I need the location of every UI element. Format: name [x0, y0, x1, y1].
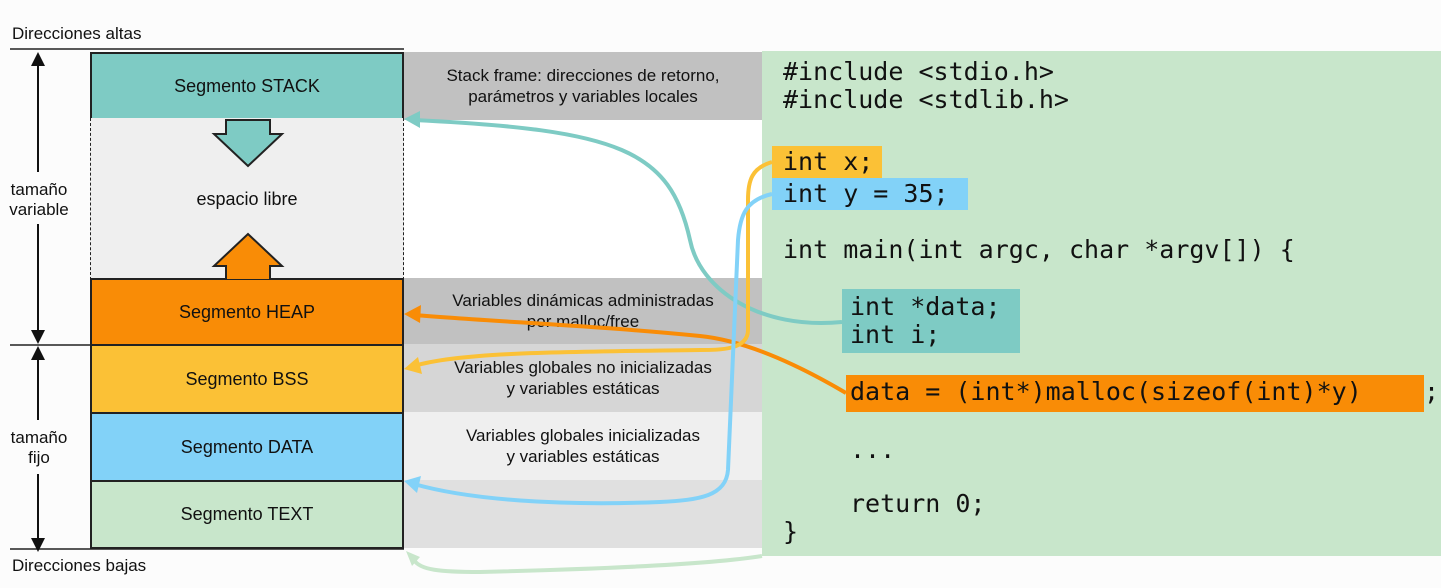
- code-int-y: int y = 35;: [783, 179, 949, 208]
- stack-arrowhead: [404, 111, 420, 128]
- heap-growth-arrow: [211, 232, 285, 279]
- highlight-int-x: [772, 146, 882, 178]
- stack-growth-arrow: [211, 119, 285, 168]
- data-description-line2: y variables estáticas: [506, 447, 660, 466]
- bss-segment: Segmento BSS: [90, 344, 404, 414]
- heap-description-line1: Variables dinámicas administradas: [452, 291, 714, 310]
- code-include-stdio: #include <stdio.h>: [783, 57, 1054, 86]
- highlight-int-y: [772, 178, 968, 210]
- data-arrowhead: [404, 476, 421, 493]
- free-description-area: [404, 120, 762, 278]
- highlight-malloc: [846, 375, 1424, 412]
- code-i-decl: int i;: [850, 320, 941, 349]
- code-int-x: int x;: [783, 147, 874, 176]
- variable-size-line1: tamaño: [10, 180, 68, 199]
- heap-arrowhead: [404, 305, 421, 323]
- bss-arrowhead: [404, 357, 422, 374]
- text-description-area: [404, 480, 762, 548]
- fixed-size-label: tamaño fijo: [0, 428, 78, 468]
- bss-description-line2: y variables estáticas: [506, 379, 660, 398]
- text-segment: Segmento TEXT: [90, 480, 404, 549]
- variable-size-arrow: [31, 52, 45, 344]
- code-malloc: data = (int*)malloc(sizeof(int)*y): [850, 377, 1362, 406]
- code-main: int main(int argc, char *argv[]) {: [783, 235, 1295, 264]
- stack-description-line1: Stack frame: direcciones de retorno,: [446, 66, 720, 85]
- text-arrowhead: [406, 551, 420, 566]
- locals-to-stack-connector: [413, 118, 843, 325]
- intx-to-bss-connector: [413, 160, 773, 368]
- fixed-size-line2: fijo: [28, 448, 50, 467]
- stack-description-line2: parámetros y variables locales: [468, 87, 698, 106]
- bss-description: Variables globales no inicializadas y va…: [404, 344, 762, 412]
- data-segment: Segmento DATA: [90, 412, 404, 482]
- high-addresses-label: Direcciones altas: [12, 24, 142, 43]
- inty-to-data-connector: [413, 192, 773, 506]
- code-malloc-semicolon: ;: [1424, 377, 1440, 406]
- code-return: return 0;: [850, 489, 986, 518]
- bss-description-line1: Variables globales no inicializadas: [454, 358, 712, 377]
- code-data-decl: int *data;: [850, 292, 1001, 321]
- data-description: Variables globales inicializadas y varia…: [404, 412, 762, 480]
- low-addresses-label: Direcciones bajas: [12, 556, 147, 575]
- code-include-stdlib: #include <stdlib.h>: [783, 85, 1069, 114]
- code-to-text-connector: [412, 554, 763, 575]
- fixed-size-arrow: [31, 346, 45, 552]
- variable-size-line2: variable: [9, 200, 69, 219]
- stack-description: Stack frame: direcciones de retorno, par…: [404, 52, 762, 120]
- highlight-locals: [842, 289, 1020, 353]
- fixed-size-line1: tamaño: [10, 428, 68, 447]
- heap-description: Variables dinámicas administradas por ma…: [404, 278, 762, 344]
- code-ellipsis: ...: [850, 435, 896, 464]
- malloc-to-heap-connector: [413, 313, 848, 395]
- code-close-brace: }: [783, 517, 799, 546]
- variable-size-label: tamaño variable: [0, 180, 78, 220]
- data-description-line1: Variables globales inicializadas: [465, 426, 701, 445]
